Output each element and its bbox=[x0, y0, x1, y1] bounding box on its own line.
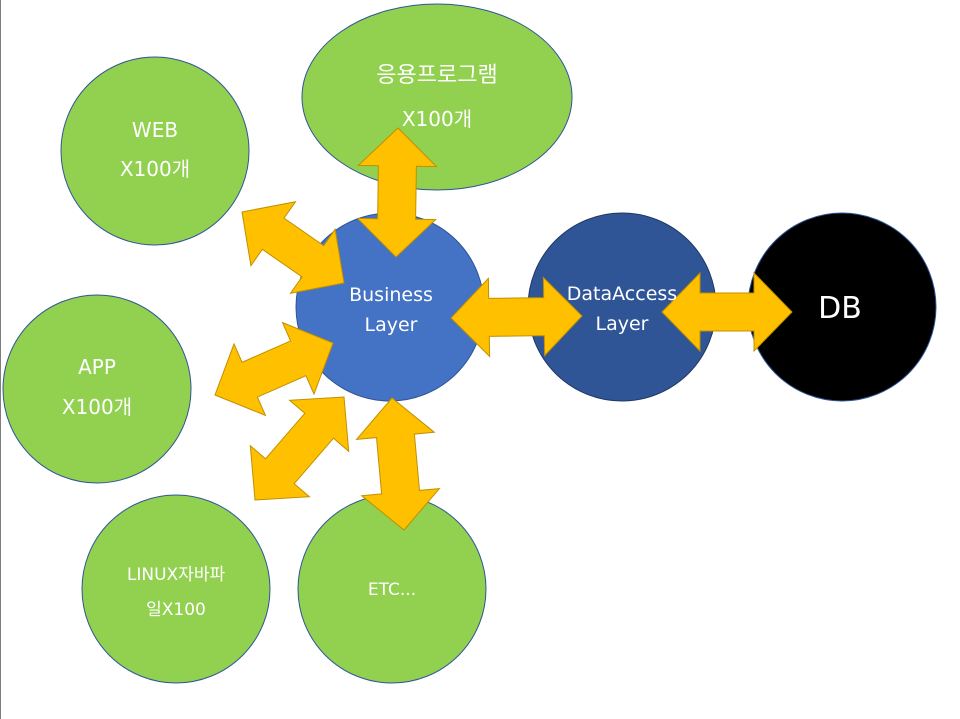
app-program-label-2: X100개 bbox=[402, 107, 472, 131]
arrow-web-business bbox=[241, 200, 345, 295]
app-label-1: APP bbox=[78, 355, 116, 379]
linux-label-1: LINUX자바파 bbox=[127, 565, 226, 585]
arrow-business-data-access bbox=[450, 276, 583, 358]
node-linux[interactable] bbox=[81, 494, 271, 684]
data-access-label-1: DataAccess bbox=[567, 283, 677, 305]
web-label-1: WEB bbox=[132, 118, 178, 142]
arrow-etc-business bbox=[355, 397, 441, 531]
data-access-label-2: Layer bbox=[596, 313, 649, 335]
node-web[interactable] bbox=[60, 56, 250, 246]
app-program-label-1: 응용프로그램 bbox=[376, 63, 497, 88]
node-app[interactable] bbox=[2, 294, 192, 484]
linux-label-2: 일X100 bbox=[146, 600, 206, 620]
arrow-app-program-business bbox=[356, 127, 438, 258]
app-label-2: X100개 bbox=[62, 395, 132, 419]
arrows-group bbox=[214, 127, 793, 531]
business-label-2: Layer bbox=[365, 314, 418, 336]
left-edge-line bbox=[0, 0, 1, 719]
node-app-program[interactable] bbox=[301, 3, 573, 191]
web-label-2: X100개 bbox=[120, 157, 190, 181]
db-label: DB bbox=[818, 291, 862, 326]
arrow-linux-business bbox=[249, 396, 350, 501]
arrow-data-access-db bbox=[661, 271, 793, 353]
arrow-app-business bbox=[214, 321, 334, 417]
business-label-1: Business bbox=[349, 284, 433, 306]
etc-label: ETC... bbox=[368, 580, 416, 600]
